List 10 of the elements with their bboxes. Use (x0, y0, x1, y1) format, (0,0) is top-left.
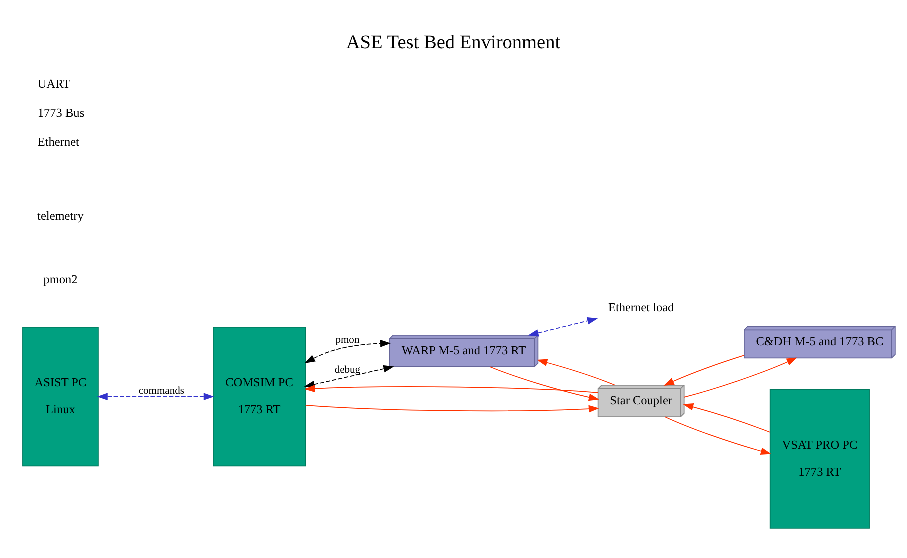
legend-label: 1773 Bus (38, 106, 85, 120)
label: pmon2 (44, 272, 78, 286)
edge-label: pmon (336, 334, 360, 346)
legend-label: Ethernet (38, 134, 80, 149)
node-text: Ethernet load (608, 300, 674, 314)
edge-label: debug (334, 364, 361, 376)
legend-label: UART (38, 77, 71, 92)
label: telemetry (38, 209, 84, 224)
diagram-title: ASE Test Bed Environment (346, 32, 561, 54)
edge-label: commands (138, 386, 184, 397)
